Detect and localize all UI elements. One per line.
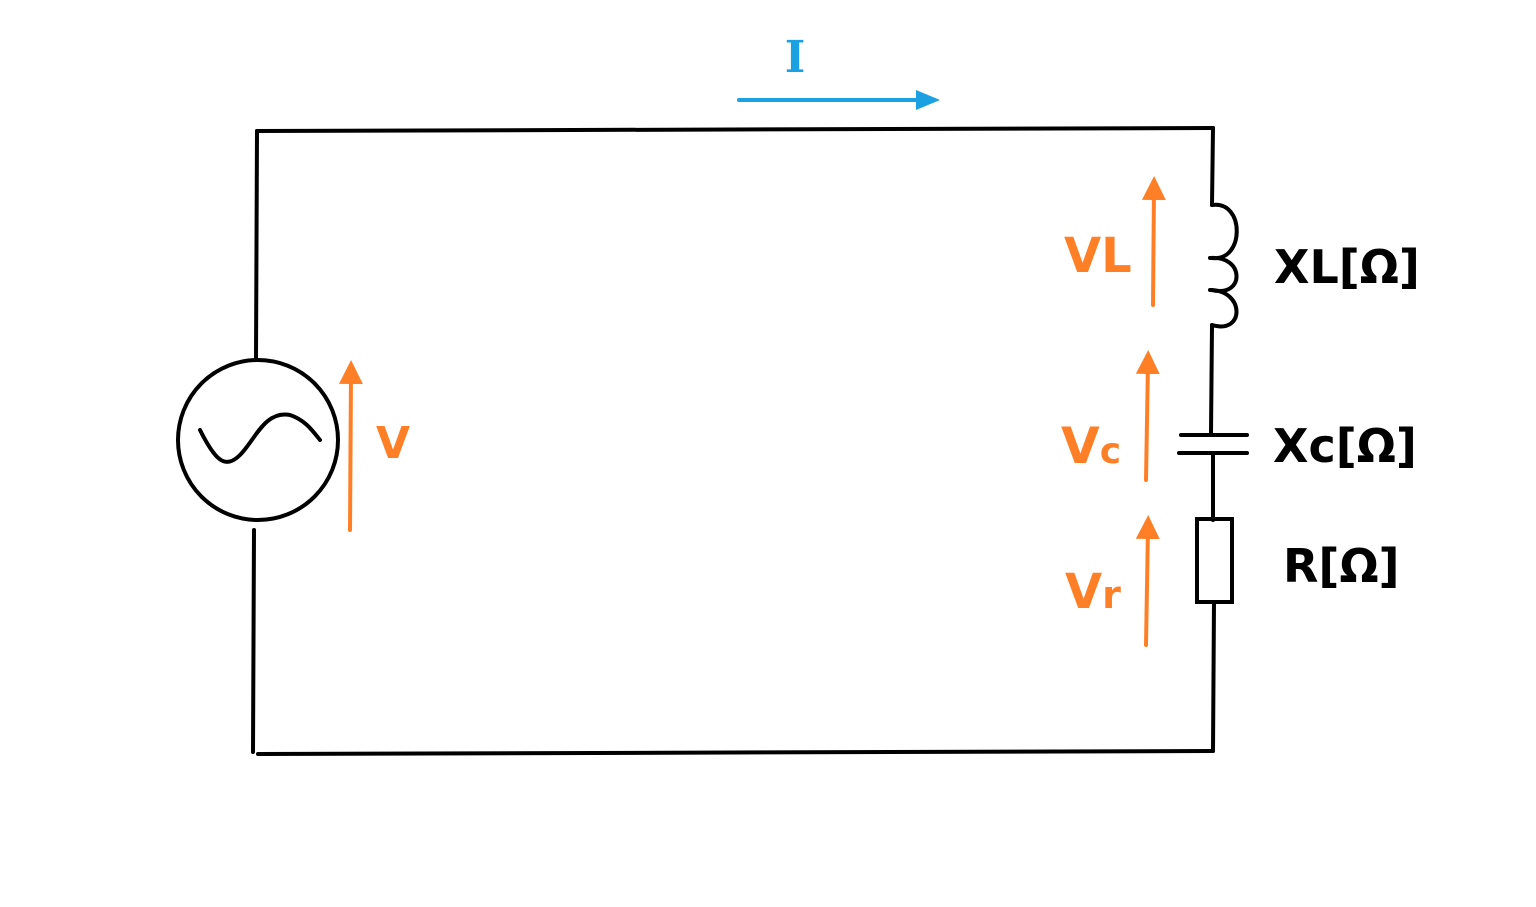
source-voltage-arrow — [338, 360, 363, 532]
bottom-wire — [256, 749, 1215, 756]
sine-wave-icon — [198, 412, 322, 464]
resistor-voltage-arrow — [1135, 515, 1160, 647]
right-wire-bottom — [1211, 600, 1216, 753]
capacitor-voltage-arrow — [1135, 350, 1160, 482]
inductor-coil-icon — [1208, 202, 1239, 329]
resistor-icon — [1195, 517, 1234, 604]
left-wire-top — [254, 129, 259, 360]
inductor-voltage-arrow — [1141, 176, 1166, 307]
inductor-reactance-label: XL[Ω] — [1274, 240, 1420, 294]
ac-source-icon — [176, 358, 340, 522]
left-wire-bottom — [251, 528, 256, 754]
source-voltage-label: V — [376, 418, 410, 469]
current-label: I — [785, 32, 806, 83]
top-wire — [255, 126, 1215, 133]
capacitor-voltage-label: Vc — [1061, 417, 1121, 475]
right-wire-mid — [1209, 323, 1214, 435]
resistor-label: R[Ω] — [1283, 539, 1400, 593]
capacitor-reactance-label: Xc[Ω] — [1273, 419, 1417, 473]
right-wire-top — [1210, 126, 1215, 207]
resistor-voltage-label: Vr — [1065, 564, 1121, 620]
inductor-voltage-label: VL — [1064, 228, 1132, 284]
